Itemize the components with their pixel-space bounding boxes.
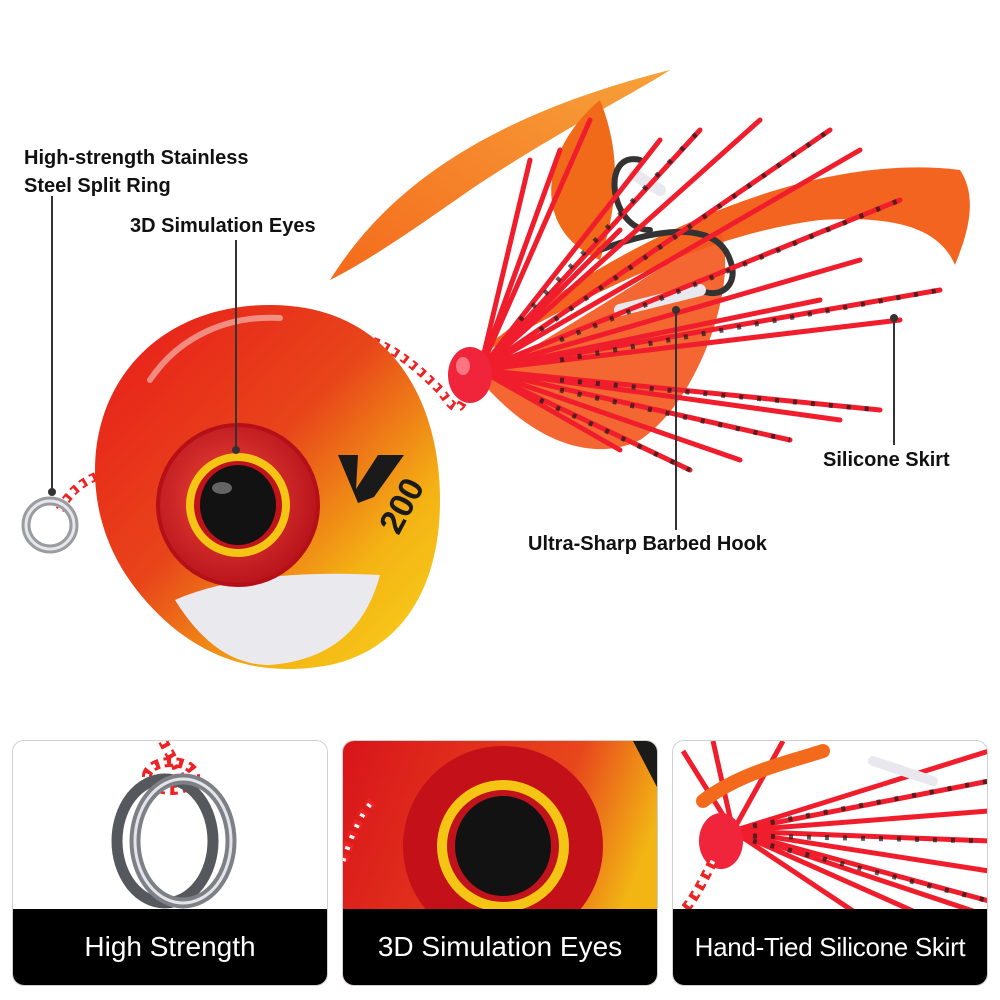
tail-strand [470,167,970,360]
silicone-skirt [477,117,943,473]
panel-high-strength: High Strength [12,740,328,986]
callout-split-ring-line2: Steel Split Ring [24,175,171,197]
panel-caption: High Strength [13,909,327,985]
callout-hook: Ultra-Sharp Barbed Hook [528,533,767,555]
eye-pupil [200,465,276,545]
brand-logo-icon [338,455,404,503]
skirt-stripes [518,127,941,473]
lure-illustration: 200 [21,70,970,670]
panel-caption: Hand-Tied Silicone Skirt [673,909,987,985]
hook-sleeve [629,169,666,196]
callout-eyes: 3D Simulation Eyes [130,215,316,237]
callout-skirt: Silicone Skirt [823,449,950,471]
panel-3d-eyes: 3D Simulation Eyes [342,740,658,986]
assist-cord [329,332,473,410]
callout-split-ring-line1: High-strength Stainless [24,147,249,169]
split-ring-inner [24,499,76,551]
bead-highlight [456,357,470,375]
head-shine [147,314,283,383]
panel-caption: 3D Simulation Eyes [343,909,657,985]
head-belly [175,573,380,665]
callout-split-ring: High-strength Stainless Steel Split Ring [24,144,248,200]
tail-strand [330,70,670,280]
eye-highlight [212,482,232,494]
bead [448,347,492,403]
panel-hand-tied-skirt: Hand-Tied Silicone Skirt [672,740,988,986]
